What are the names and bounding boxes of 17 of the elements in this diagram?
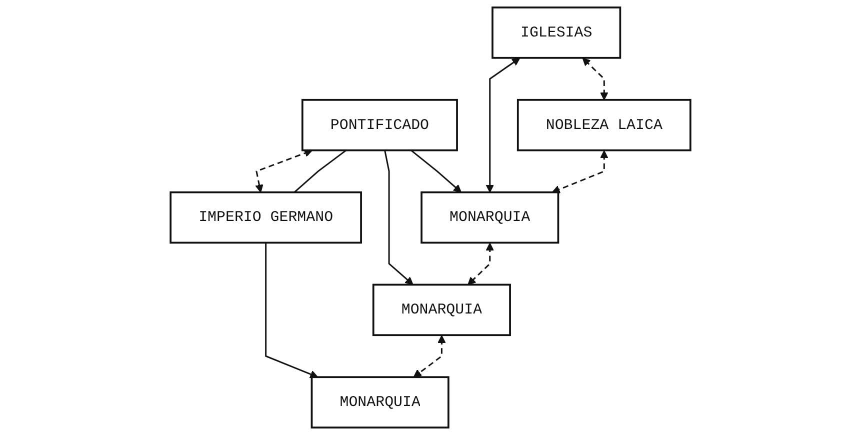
arrow <box>486 58 520 193</box>
arrow <box>255 149 313 193</box>
arrow <box>384 150 414 286</box>
arrow <box>468 242 494 286</box>
arrow <box>552 150 608 194</box>
node-box: MONARQUIA <box>372 284 511 336</box>
node-box: IGLESIAS <box>492 6 622 59</box>
arrow <box>265 242 318 378</box>
node-box: IMPERIO GERMANO <box>170 191 362 244</box>
node-box: PONTIFICADO <box>301 98 458 152</box>
arrow <box>413 335 446 378</box>
arrow <box>582 58 608 100</box>
node-box: MONARQUIA <box>420 191 560 244</box>
connector <box>294 150 347 193</box>
node-box: MONARQUIA <box>310 376 450 428</box>
arrow <box>410 150 462 193</box>
node-box: NOBLEZA LAICA <box>516 98 692 152</box>
